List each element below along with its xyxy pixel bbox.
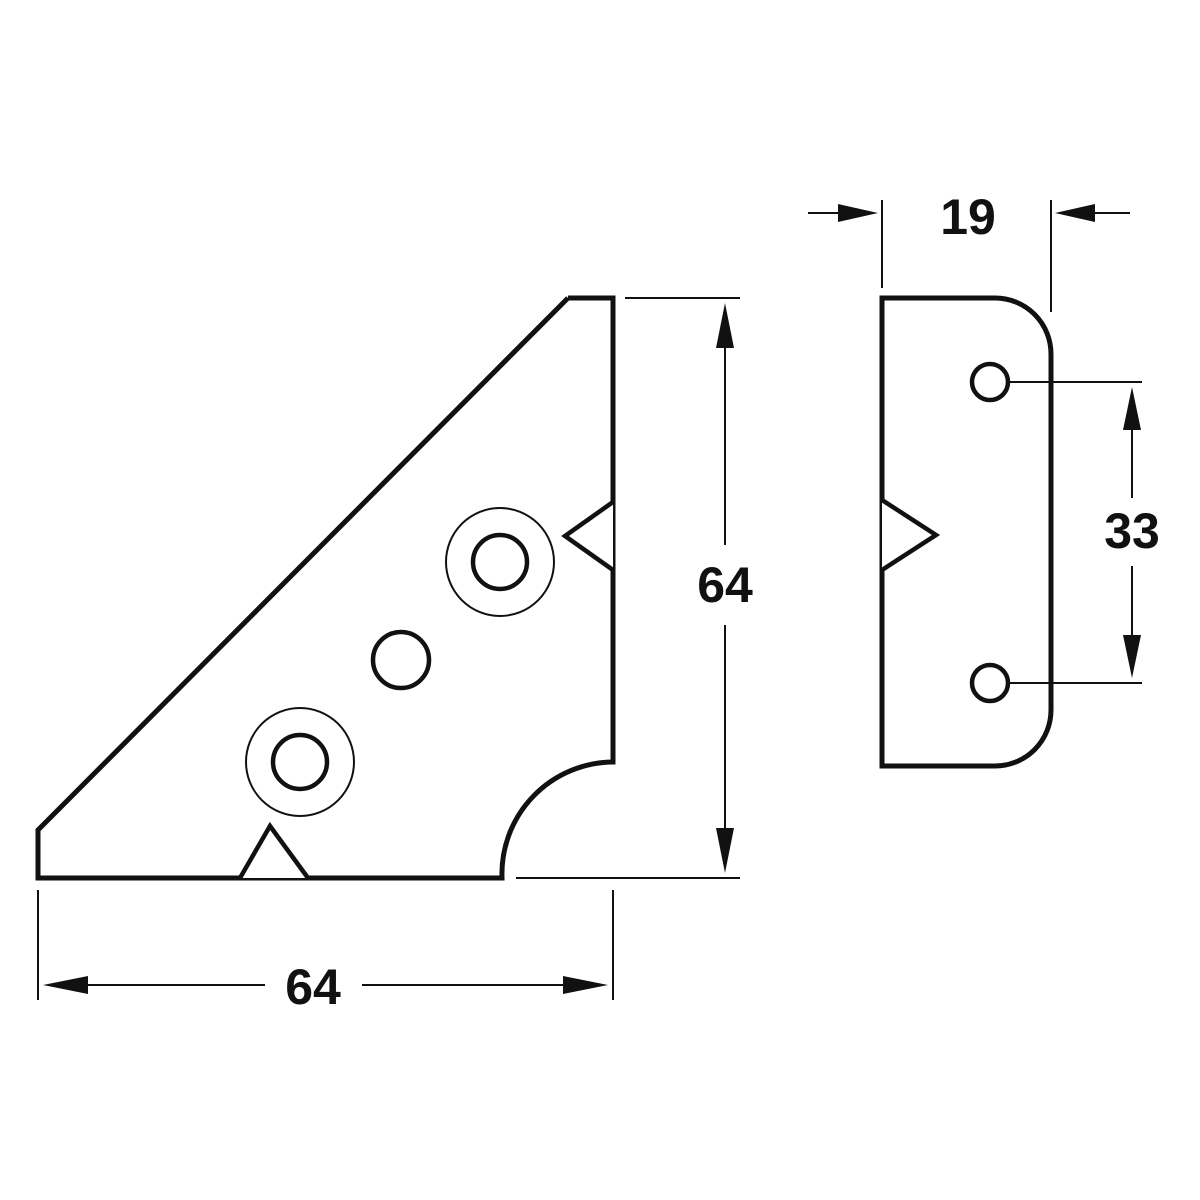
plate-outline	[879, 295, 1054, 769]
arrow-right	[563, 976, 608, 994]
hole-spacing-dimension: 33	[1008, 381, 1160, 684]
plate-width-dimension: 19	[808, 189, 1130, 312]
plate-width-label: 19	[940, 189, 996, 245]
height-dimension: 64	[516, 297, 753, 879]
plate-notch	[880, 498, 941, 572]
height-label: 64	[697, 557, 753, 613]
bracket-outline	[35, 295, 616, 881]
plate-hole-lower	[969, 662, 1011, 704]
width-label: 64	[285, 959, 341, 1015]
arrow-down-small	[1123, 635, 1141, 678]
bottom-notch	[238, 821, 310, 880]
side-plate	[879, 295, 1054, 769]
corner-bracket	[35, 295, 616, 881]
screw-hole-lower	[270, 732, 330, 792]
screw-hole-upper	[470, 532, 530, 592]
arrow-left-in	[1055, 204, 1095, 222]
arrow-down	[716, 828, 734, 873]
width-dimension: 64	[37, 890, 614, 1015]
hole-spacing-label: 33	[1104, 503, 1160, 559]
arrow-up	[716, 303, 734, 348]
arrow-left	[43, 976, 88, 994]
center-hole	[370, 629, 432, 691]
arrow-right-in	[838, 204, 878, 222]
plate-hole-upper	[969, 361, 1011, 403]
arrow-up-small	[1123, 387, 1141, 430]
side-notch	[561, 500, 615, 572]
